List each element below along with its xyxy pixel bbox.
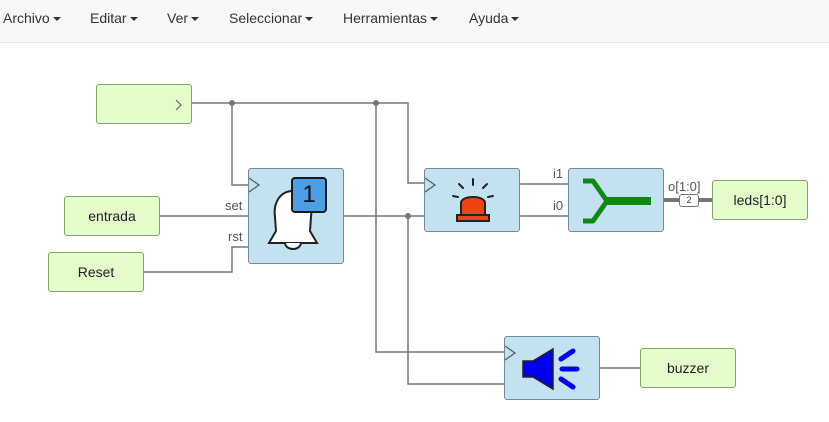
wires <box>144 100 713 385</box>
bus-width-badge: 2 <box>679 194 699 207</box>
caret-down-icon <box>430 17 439 22</box>
junction <box>405 213 411 219</box>
menu-herramientas[interactable]: Herramientas <box>343 0 439 36</box>
menu-seleccionar[interactable]: Seleccionar <box>229 0 314 36</box>
wire-clock-bell <box>231 103 248 186</box>
menu-bar: Archivo Editar Ver Seleccionar Herramien… <box>0 0 829 43</box>
entrada-input-block[interactable]: entrada <box>64 196 160 236</box>
junction <box>373 100 379 106</box>
caret-down-icon <box>129 17 138 22</box>
chevron-right-icon <box>175 99 182 111</box>
menu-editar[interactable]: Editar <box>90 0 138 36</box>
alarm-light-icon <box>452 178 494 222</box>
clock-input-block[interactable] <box>96 84 192 124</box>
caret-down-icon <box>511 17 520 22</box>
speaker-icon <box>522 347 580 391</box>
buzzer-output-block[interactable]: buzzer <box>640 348 736 388</box>
port-label-i0: i0 <box>553 198 564 213</box>
menu-ver[interactable]: Ver <box>167 0 200 36</box>
bell-badge: 1 <box>291 177 327 213</box>
caret-down-icon <box>52 17 61 22</box>
port-label-rst: rst <box>228 229 243 244</box>
clock-input-marker <box>425 177 437 193</box>
caret-down-icon <box>305 17 314 22</box>
junction <box>229 100 235 106</box>
speaker-module[interactable] <box>504 336 600 400</box>
alarm-light-module[interactable] <box>424 168 520 232</box>
bus-join-module[interactable] <box>568 168 664 232</box>
circuit-canvas[interactable]: entrada Reset leds[1:0] buzzer 1 <box>0 43 829 422</box>
wire-reset <box>144 246 248 273</box>
wire-clock-buzzer <box>375 103 505 353</box>
clock-input-marker <box>505 345 517 361</box>
port-label-o: o[1:0] <box>668 179 701 194</box>
bus-join-icon <box>583 178 651 224</box>
caret-down-icon <box>191 17 200 22</box>
menu-ayuda[interactable]: Ayuda <box>469 0 520 36</box>
clock-input-marker <box>249 177 261 193</box>
leds-output-block[interactable]: leds[1:0] <box>712 180 808 220</box>
reset-input-block[interactable]: Reset <box>48 252 144 292</box>
wire-bell-buzzer <box>407 216 505 385</box>
bell-module[interactable]: 1 <box>248 168 344 264</box>
port-label-i1: i1 <box>553 166 564 181</box>
wire-clock <box>192 102 425 184</box>
menu-archivo[interactable]: Archivo <box>3 0 61 36</box>
port-label-set: set <box>225 198 243 213</box>
